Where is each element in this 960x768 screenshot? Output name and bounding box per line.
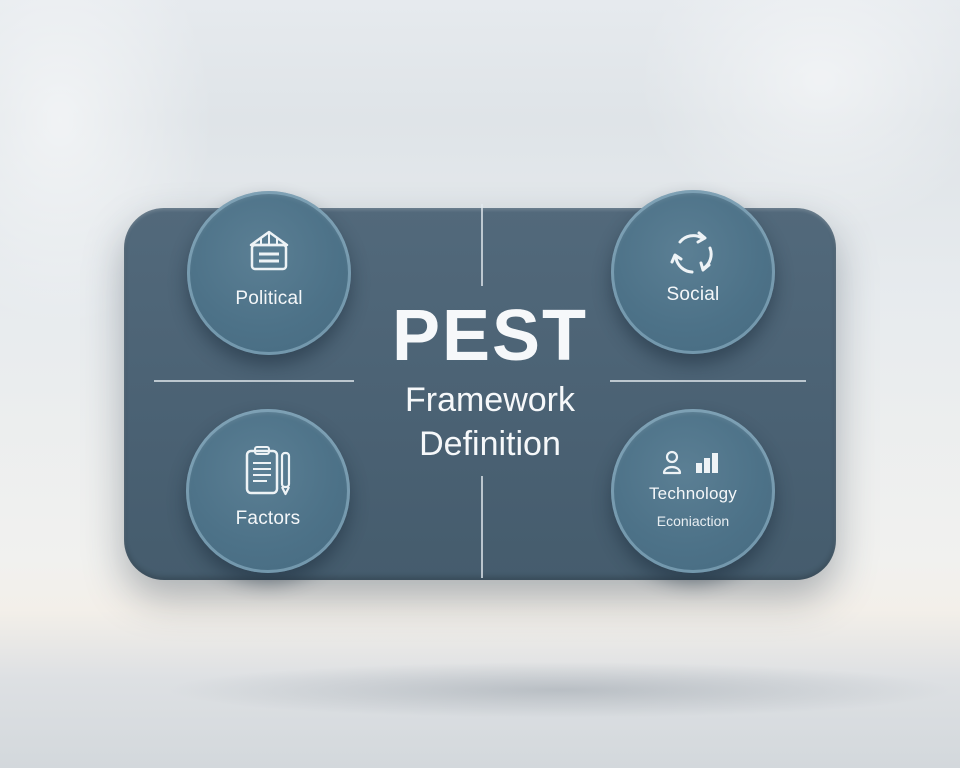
- divider-vertical-top: [481, 204, 483, 286]
- quadrant-social-label: Social: [666, 284, 720, 305]
- quadrant-technology: Technology Econiaction: [611, 409, 775, 573]
- diagram-title: PEST: [391, 296, 589, 376]
- person-bar-chart-icon: [662, 450, 718, 475]
- quadrant-technology-sublabel: Econiaction: [656, 513, 730, 529]
- quadrant-technology-label: Technology: [648, 484, 737, 503]
- diagram-subtitle-line1: Framework: [404, 381, 576, 419]
- center-title-block: PEST Framework Definition: [360, 300, 620, 466]
- quadrant-political-label: Political: [235, 288, 303, 309]
- building-icon: [249, 230, 289, 271]
- cycle-arrows-icon: [670, 231, 713, 274]
- clipboard-pen-icon: [245, 446, 291, 496]
- diagram-subtitle-line2: Definition: [419, 425, 561, 463]
- quadrant-political: Political: [187, 191, 351, 355]
- quadrant-factors: Factors: [186, 409, 350, 573]
- divider-horizontal-right: [610, 380, 806, 382]
- quadrant-factors-label: Factors: [235, 508, 301, 529]
- divider-horizontal-left: [154, 380, 354, 382]
- divider-vertical-bottom: [481, 476, 483, 578]
- quadrant-social: Social: [611, 190, 775, 354]
